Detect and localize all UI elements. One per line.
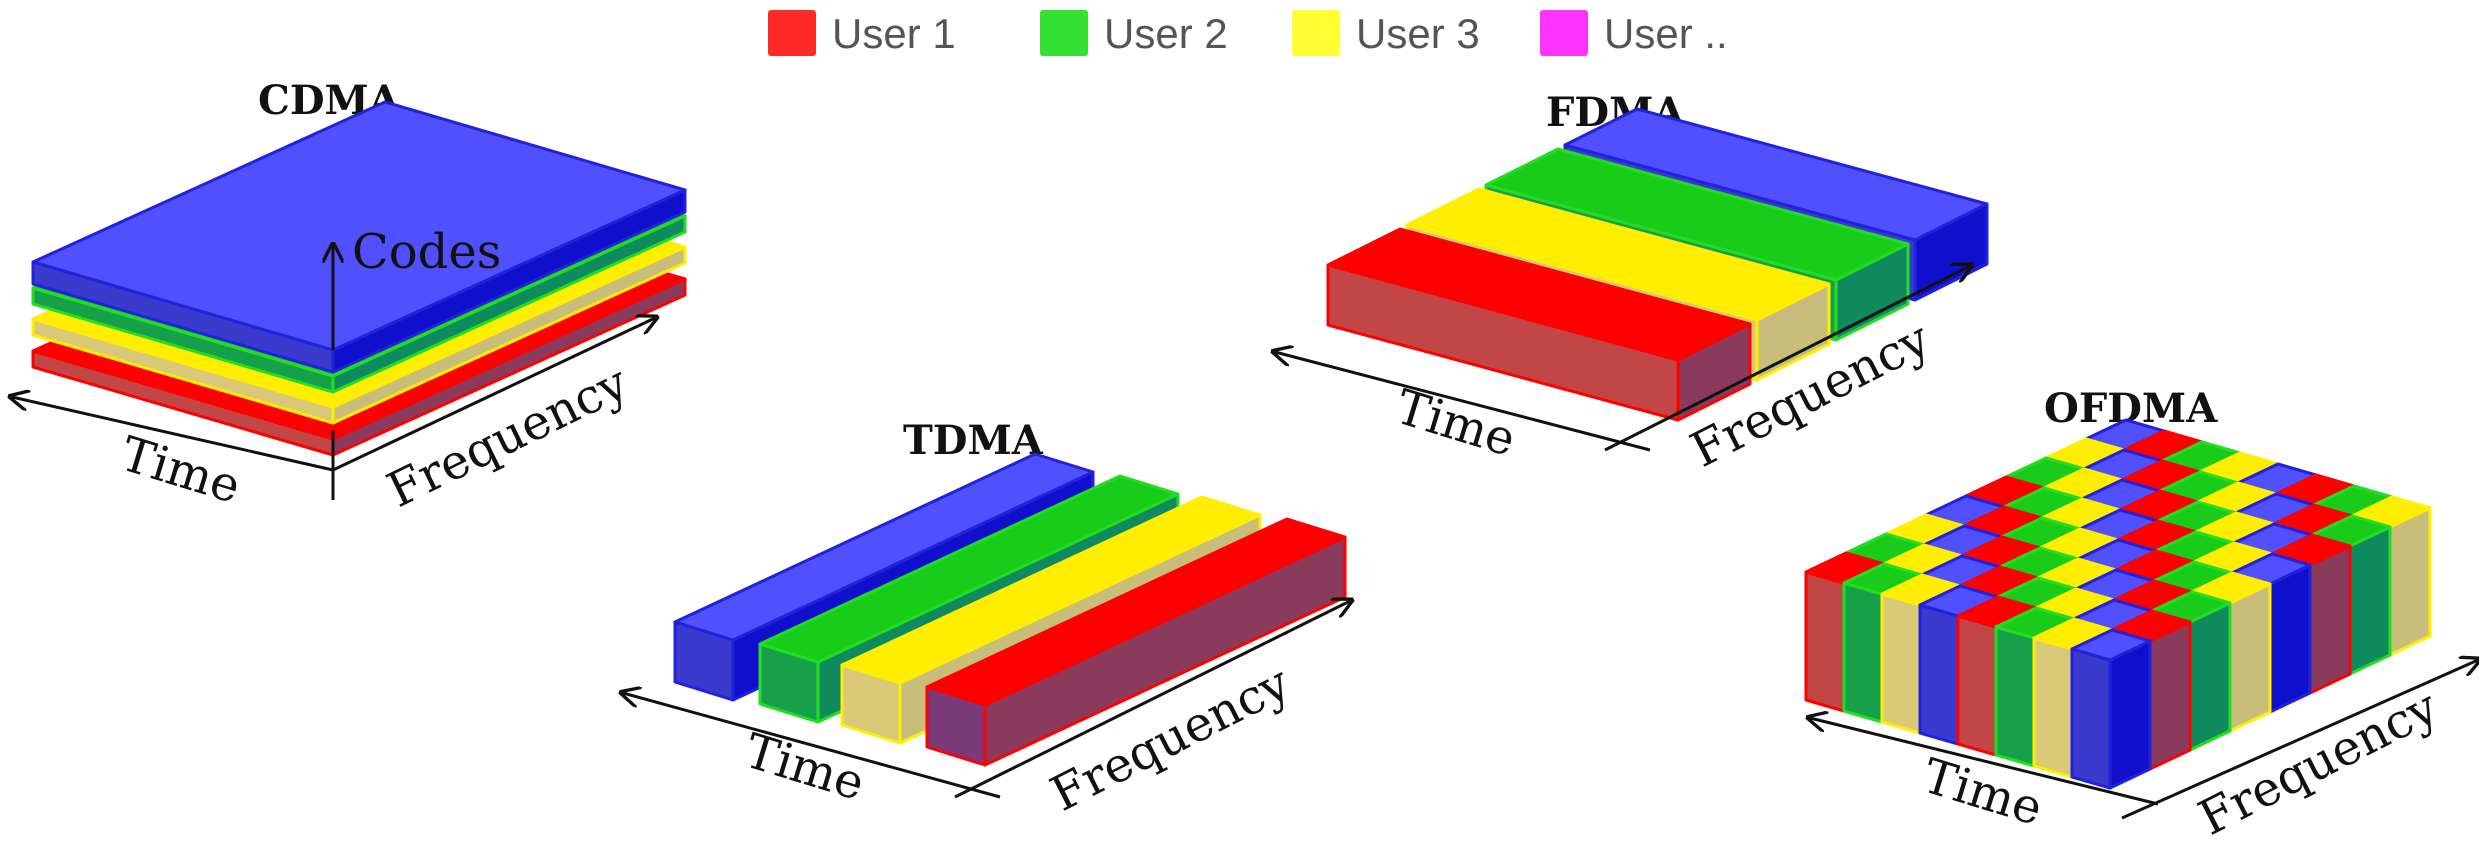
ofdma-cell-t0-f0-time-face [2070, 647, 2112, 790]
legend-item-user1: User 1 [768, 10, 956, 57]
legend-label-user3: User 3 [1356, 10, 1480, 57]
fdma-bar-1-top-face [1326, 227, 1752, 362]
fdma-bar-4-top-face [1563, 107, 1989, 242]
tdma-bar-1-top-face [673, 452, 1095, 642]
legend-label-user-more: User .. [1604, 10, 1728, 57]
ofdma-cell-t0-f0-freq-face [2108, 639, 2152, 790]
ofdma-cell-t0-f4-freq-face [2268, 563, 2312, 714]
ofdma-cell-t0-f1-freq-face [2148, 620, 2192, 771]
fdma-frequency-axis [1604, 266, 1970, 452]
tdma-bar-2-top-face [758, 474, 1180, 664]
ofdma-cell-t0-f7-freq-face [2388, 506, 2432, 657]
ofdma-cell-t0-f5-freq-face [2308, 544, 2352, 695]
cdma-panel: CDMA Codes Time Frequency [12, 77, 687, 519]
tdma-time-axis [623, 693, 1001, 799]
cdma-time-label: Time [114, 426, 246, 515]
ofdma-panel: OFDMA Time Frequency [1806, 385, 2478, 842]
ofdma-cell-t0-f6-freq-face [2348, 525, 2392, 676]
fdma-frequency-band-bars [1326, 107, 1989, 422]
cdma-time-axis [12, 397, 334, 472]
legend-item-user3: User 3 [1292, 10, 1480, 57]
cdma-codes-label: Codes [352, 224, 501, 280]
ofdma-cell-t1-f0-time-face [2032, 636, 2074, 779]
legend-swatch-user2 [1040, 10, 1088, 56]
legend: User 1 User 2 User 3 User .. [768, 10, 1728, 57]
fdma-time-axis [1275, 352, 1651, 452]
ofdma-cell-t2-f0-time-face [1994, 625, 2036, 768]
ofdma-cell-t0-f2-freq-face [2188, 601, 2232, 752]
legend-item-user2: User 2 [1040, 10, 1228, 57]
legend-swatch-user3 [1292, 10, 1340, 56]
ofdma-cell-t0-f0 [2070, 628, 2152, 790]
fdma-bar-1 [1326, 227, 1752, 422]
tdma-frequency-axis [954, 601, 1350, 799]
tdma-time-slot-bars [673, 452, 1347, 767]
ofdma-cell-t0-f3-freq-face [2228, 582, 2272, 733]
legend-swatch-user-more [1540, 10, 1588, 56]
legend-label-user2: User 2 [1104, 10, 1228, 57]
ofdma-cell-t5-f0-time-face [1880, 592, 1922, 735]
ofdma-cell-t6-f0-time-face [1842, 581, 1884, 724]
legend-item-user-more: User .. [1540, 10, 1728, 57]
ofdma-time-axis [1810, 718, 2159, 806]
fdma-bar-2-top-face [1405, 187, 1831, 322]
tdma-bar-3-top-face [840, 495, 1262, 685]
cdma-frequency-axis [332, 318, 655, 472]
ofdma-frequency-axis [2121, 660, 2478, 820]
tdma-time-label: Time [738, 723, 870, 812]
fdma-time-label: Time [1389, 379, 1521, 468]
tdma-bar-4-top-face [925, 517, 1347, 707]
ofdma-resource-grid [1804, 418, 2432, 790]
fdma-panel: FDMA Time Frequency [1275, 89, 1989, 479]
cdma-slab-blue-top-face [31, 100, 687, 352]
fdma-bar-3-top-face [1484, 147, 1910, 282]
ofdma-cell-t3-f0-time-face [1956, 614, 1998, 757]
legend-swatch-user1 [768, 10, 816, 56]
cdma-code-slabs [31, 100, 687, 457]
cdma-slab-blue [31, 100, 687, 374]
ofdma-cell-t0-f0-top-face [2070, 628, 2152, 662]
ofdma-cell-t4-f0-time-face [1918, 603, 1960, 746]
tdma-panel: TDMA Time Frequency [623, 417, 1350, 823]
tdma-title: TDMA [903, 417, 1044, 464]
legend-label-user1: User 1 [832, 10, 956, 57]
ofdma-cell-t7-f0-time-face [1804, 570, 1846, 713]
tdma-bar-4 [925, 517, 1347, 767]
